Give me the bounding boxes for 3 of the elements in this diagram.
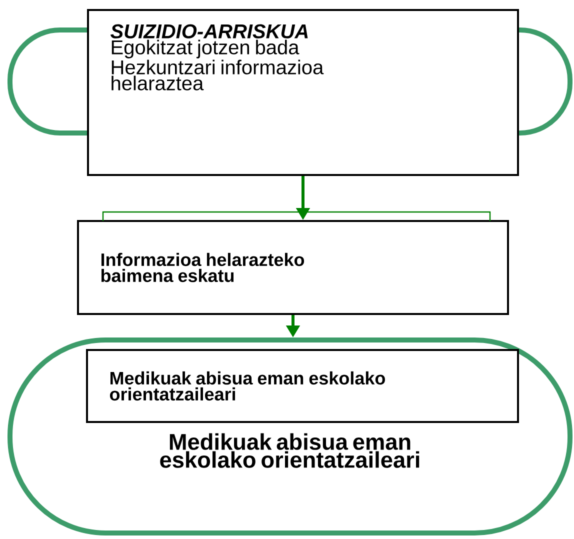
text-box: Medikuak abisua eman eskolako orientatzaileari	[86, 349, 520, 423]
text-box: SUIZIDIO-ARRISKUA Egokitzat jotzen bada Hezkuntzari informazioa helaraztea	[87, 8, 519, 176]
text-box: Informazioa helarazteko baimena eskatu	[77, 220, 509, 315]
